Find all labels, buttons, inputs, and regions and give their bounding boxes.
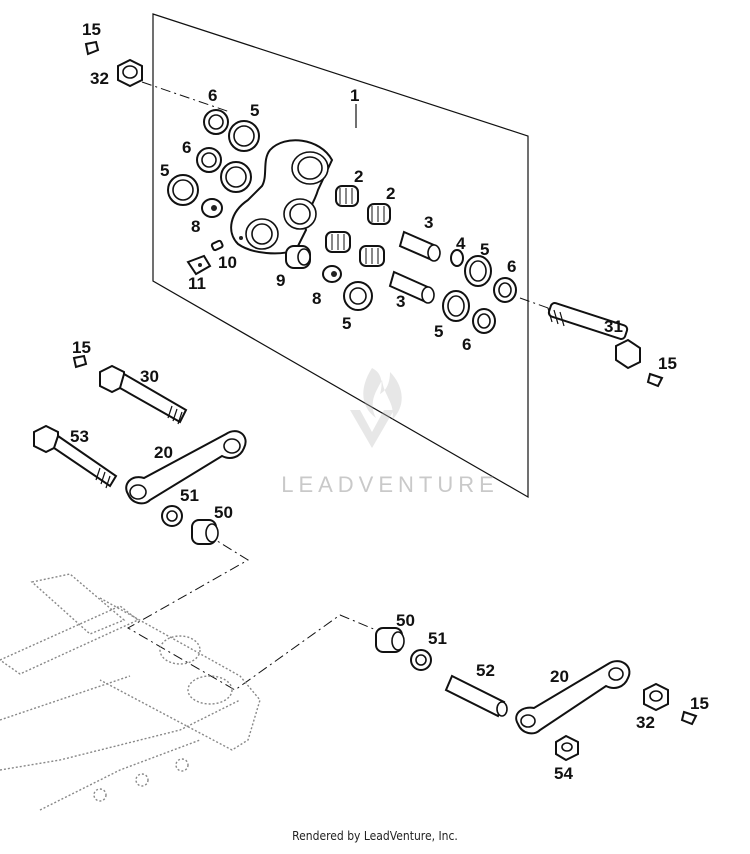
seal-6c <box>493 277 517 303</box>
callout-30: 30 <box>140 367 159 386</box>
callout-50: 50 <box>214 503 233 522</box>
cap-11 <box>186 254 212 276</box>
cap-15-right <box>646 372 664 388</box>
bearing-50-lower <box>375 627 405 653</box>
ring-4 <box>450 249 464 267</box>
callout-5: 5 <box>434 322 443 341</box>
callout-15: 15 <box>658 354 677 373</box>
cap-15-bottom <box>680 710 698 726</box>
callout-3: 3 <box>424 213 433 232</box>
bolt-30 <box>99 364 188 425</box>
callout-5: 5 <box>160 161 169 180</box>
callout-20: 20 <box>154 443 173 462</box>
linkage-body-1 <box>230 139 334 255</box>
sleeve-52 <box>444 674 508 718</box>
sleeve-3b <box>388 270 435 304</box>
screw-10 <box>210 239 224 252</box>
watermark-text: LEADVENTURE <box>281 472 499 497</box>
watermark-logo <box>350 368 402 448</box>
callout-10: 10 <box>218 253 237 272</box>
callout-53: 53 <box>70 427 89 446</box>
callout-4: 4 <box>456 234 466 253</box>
footer-credit: Rendered by LeadVenture, Inc. <box>292 829 458 843</box>
callout-3: 3 <box>396 292 405 311</box>
ring-5d <box>464 255 492 287</box>
ring-51-lower <box>410 649 432 671</box>
ring-5e <box>442 290 470 322</box>
seal-6d <box>472 308 496 334</box>
callout-5: 5 <box>480 240 489 259</box>
callout-1: 1 <box>350 86 359 105</box>
needle-bearing-2b <box>367 203 391 225</box>
callout-8: 8 <box>312 289 321 308</box>
callout-50: 50 <box>396 611 415 630</box>
ring-51-upper <box>161 505 183 527</box>
bolt-53 <box>33 424 118 489</box>
callout-6: 6 <box>462 335 471 354</box>
needle-bearing-2a <box>335 185 359 207</box>
callout-15: 15 <box>82 20 101 39</box>
leader-line <box>141 81 231 113</box>
bushing-9 <box>285 245 311 269</box>
callout-51: 51 <box>428 629 447 648</box>
callout-5: 5 <box>342 314 351 333</box>
cap-15-top <box>84 40 100 56</box>
callout-2: 2 <box>354 167 363 186</box>
callout-8: 8 <box>191 217 200 236</box>
sleeve-3a <box>398 230 441 262</box>
ring-5c <box>167 174 199 206</box>
grease-nipple-8a <box>201 198 223 218</box>
callout-31: 31 <box>604 317 623 336</box>
callout-6: 6 <box>507 257 516 276</box>
nut-32-top <box>117 58 143 88</box>
needle-bearing-d <box>359 245 385 267</box>
nut-32-lower <box>643 682 669 712</box>
callout-20: 20 <box>550 667 569 686</box>
bearing-50-upper <box>191 519 219 545</box>
callout-2: 2 <box>386 184 395 203</box>
link-20-lower <box>515 660 631 735</box>
nut-54 <box>555 734 579 762</box>
callout-15: 15 <box>690 694 709 713</box>
callout-6: 6 <box>182 138 191 157</box>
callout-32: 32 <box>90 69 109 88</box>
ring-5a <box>228 120 260 152</box>
needle-bearing-c <box>325 231 351 253</box>
bolt-31 <box>547 302 641 370</box>
callout-6: 6 <box>208 86 217 105</box>
leader-line <box>126 533 377 691</box>
callout-54: 54 <box>554 764 573 783</box>
callout-9: 9 <box>276 271 285 290</box>
callout-5: 5 <box>250 101 259 120</box>
cap-15-mid <box>72 354 88 369</box>
seal-6a <box>203 109 229 135</box>
callout-15: 15 <box>72 338 91 357</box>
callout-51: 51 <box>180 486 199 505</box>
callout-52: 52 <box>476 661 495 680</box>
frame-outline <box>0 573 261 811</box>
link-20-upper <box>125 430 247 505</box>
callout-11: 11 <box>188 274 206 293</box>
assembly-frame <box>152 13 529 499</box>
grease-nipple-8b <box>322 265 342 283</box>
ring-5f <box>343 281 373 311</box>
ring-5b <box>220 161 252 193</box>
callout-32: 32 <box>636 713 655 732</box>
seal-6b <box>196 147 222 173</box>
